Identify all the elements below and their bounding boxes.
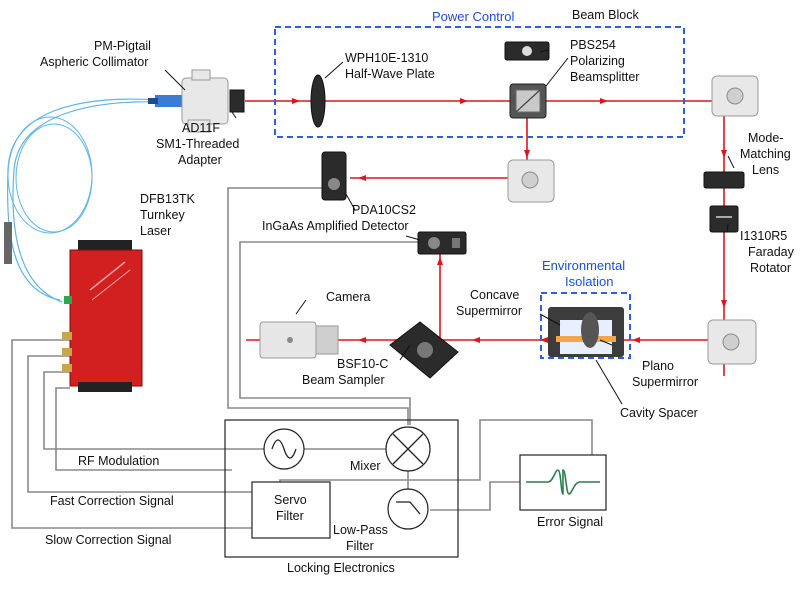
servo-label-2: Filter (276, 509, 304, 523)
environmental-isolation-box (540, 292, 631, 359)
camera-label: Camera (326, 290, 371, 304)
mixer-label: Mixer (350, 459, 381, 473)
lowpass-filter-icon (396, 501, 421, 515)
bsf10-c-beam-sampler (389, 321, 459, 379)
pm-fiber (4, 98, 161, 303)
polarizing-beamsplitter (509, 83, 547, 119)
cavity-detector (417, 231, 467, 255)
mixer-cross-icon (392, 433, 424, 465)
power-control-box (274, 26, 685, 138)
servo-filter-box (251, 481, 331, 539)
polarizing-label: Polarizing (570, 54, 625, 68)
power-control-label: Power Control (432, 9, 514, 24)
slow-correction-label: Slow Correction Signal (45, 533, 171, 547)
faraday-label-3: Rotator (750, 261, 791, 275)
leader-lines (164, 49, 735, 405)
fast-correction-label: Fast Correction Signal (50, 494, 174, 508)
bsf-label-2: Beam Sampler (302, 373, 385, 387)
bsf-label-1: BSF10-C (337, 357, 388, 371)
error-signal-box (519, 454, 607, 511)
lowpass-label-1: Low-Pass (333, 523, 388, 537)
optical-cavity (548, 307, 624, 357)
pm-pigtail-label: PM-Pigtail (94, 39, 151, 53)
faraday-label-1: I1310R5 (740, 229, 787, 243)
mode-matching-lens (703, 171, 745, 189)
locking-electronics-label: Locking Electronics (287, 561, 395, 575)
pbs-label: PBS254 (570, 38, 616, 52)
isolation-label: Isolation (565, 274, 613, 289)
mirror-mount-pbs-down (507, 159, 555, 203)
half-wave-plate (310, 74, 326, 128)
environmental-label: Environmental (542, 258, 625, 273)
laser-label-2: Turnkey (140, 208, 185, 222)
aspheric-collimator-label: Aspheric Collimator (40, 55, 148, 69)
sine-wave-icon (271, 439, 297, 459)
laser-label-3: Laser (140, 224, 171, 238)
faraday-rotator (709, 205, 739, 233)
pm-pigtail-collimator (148, 69, 229, 133)
beam-block-label: Beam Block (572, 8, 639, 22)
pda10cs2-detector (321, 151, 347, 201)
mixer (385, 426, 431, 472)
pda-label: PDA10CS2 (352, 203, 416, 217)
adapter-label-1: AD11F (182, 121, 220, 135)
mode-matching-label-1: Mode- (748, 131, 783, 145)
beam-block (504, 41, 550, 61)
half-wave-plate-label: Half-Wave Plate (345, 67, 435, 81)
mode-matching-label-2: Matching (740, 147, 791, 161)
lowpass-label-2: Filter (346, 539, 374, 553)
cavity-spacer-label: Cavity Spacer (620, 406, 698, 420)
rf-modulation-label: RF Modulation (78, 454, 159, 468)
adapter-label-2: SM1-Threaded (156, 137, 239, 151)
beamsplitter-label: Beamsplitter (570, 70, 639, 84)
faraday-label-2: Faraday (748, 245, 795, 259)
plano-label-2: Supermirror (632, 375, 698, 389)
pda-desc-label: InGaAs Amplified Detector (262, 219, 409, 233)
rf-oscillator (263, 428, 305, 470)
error-signal-label: Error Signal (537, 515, 603, 529)
concave-label-1: Concave (470, 288, 519, 302)
adapter-label-3: Adapter (178, 153, 222, 167)
camera (259, 321, 339, 359)
servo-label-1: Servo (274, 493, 307, 507)
mirror-mount-top-right (711, 75, 759, 117)
mirror-mount-bottom-right (707, 319, 757, 365)
wph-label: WPH10E-1310 (345, 51, 428, 65)
plano-label-1: Plano (642, 359, 674, 373)
mode-matching-label-3: Lens (752, 163, 779, 177)
lowpass-filter (387, 488, 429, 530)
laser-label-1: DFB13TK (140, 192, 196, 206)
ad11f-adapter (229, 89, 245, 113)
locking-electronics-box (224, 419, 459, 558)
dfb13tk-laser (62, 240, 143, 392)
concave-label-2: Supermirror (456, 304, 522, 318)
